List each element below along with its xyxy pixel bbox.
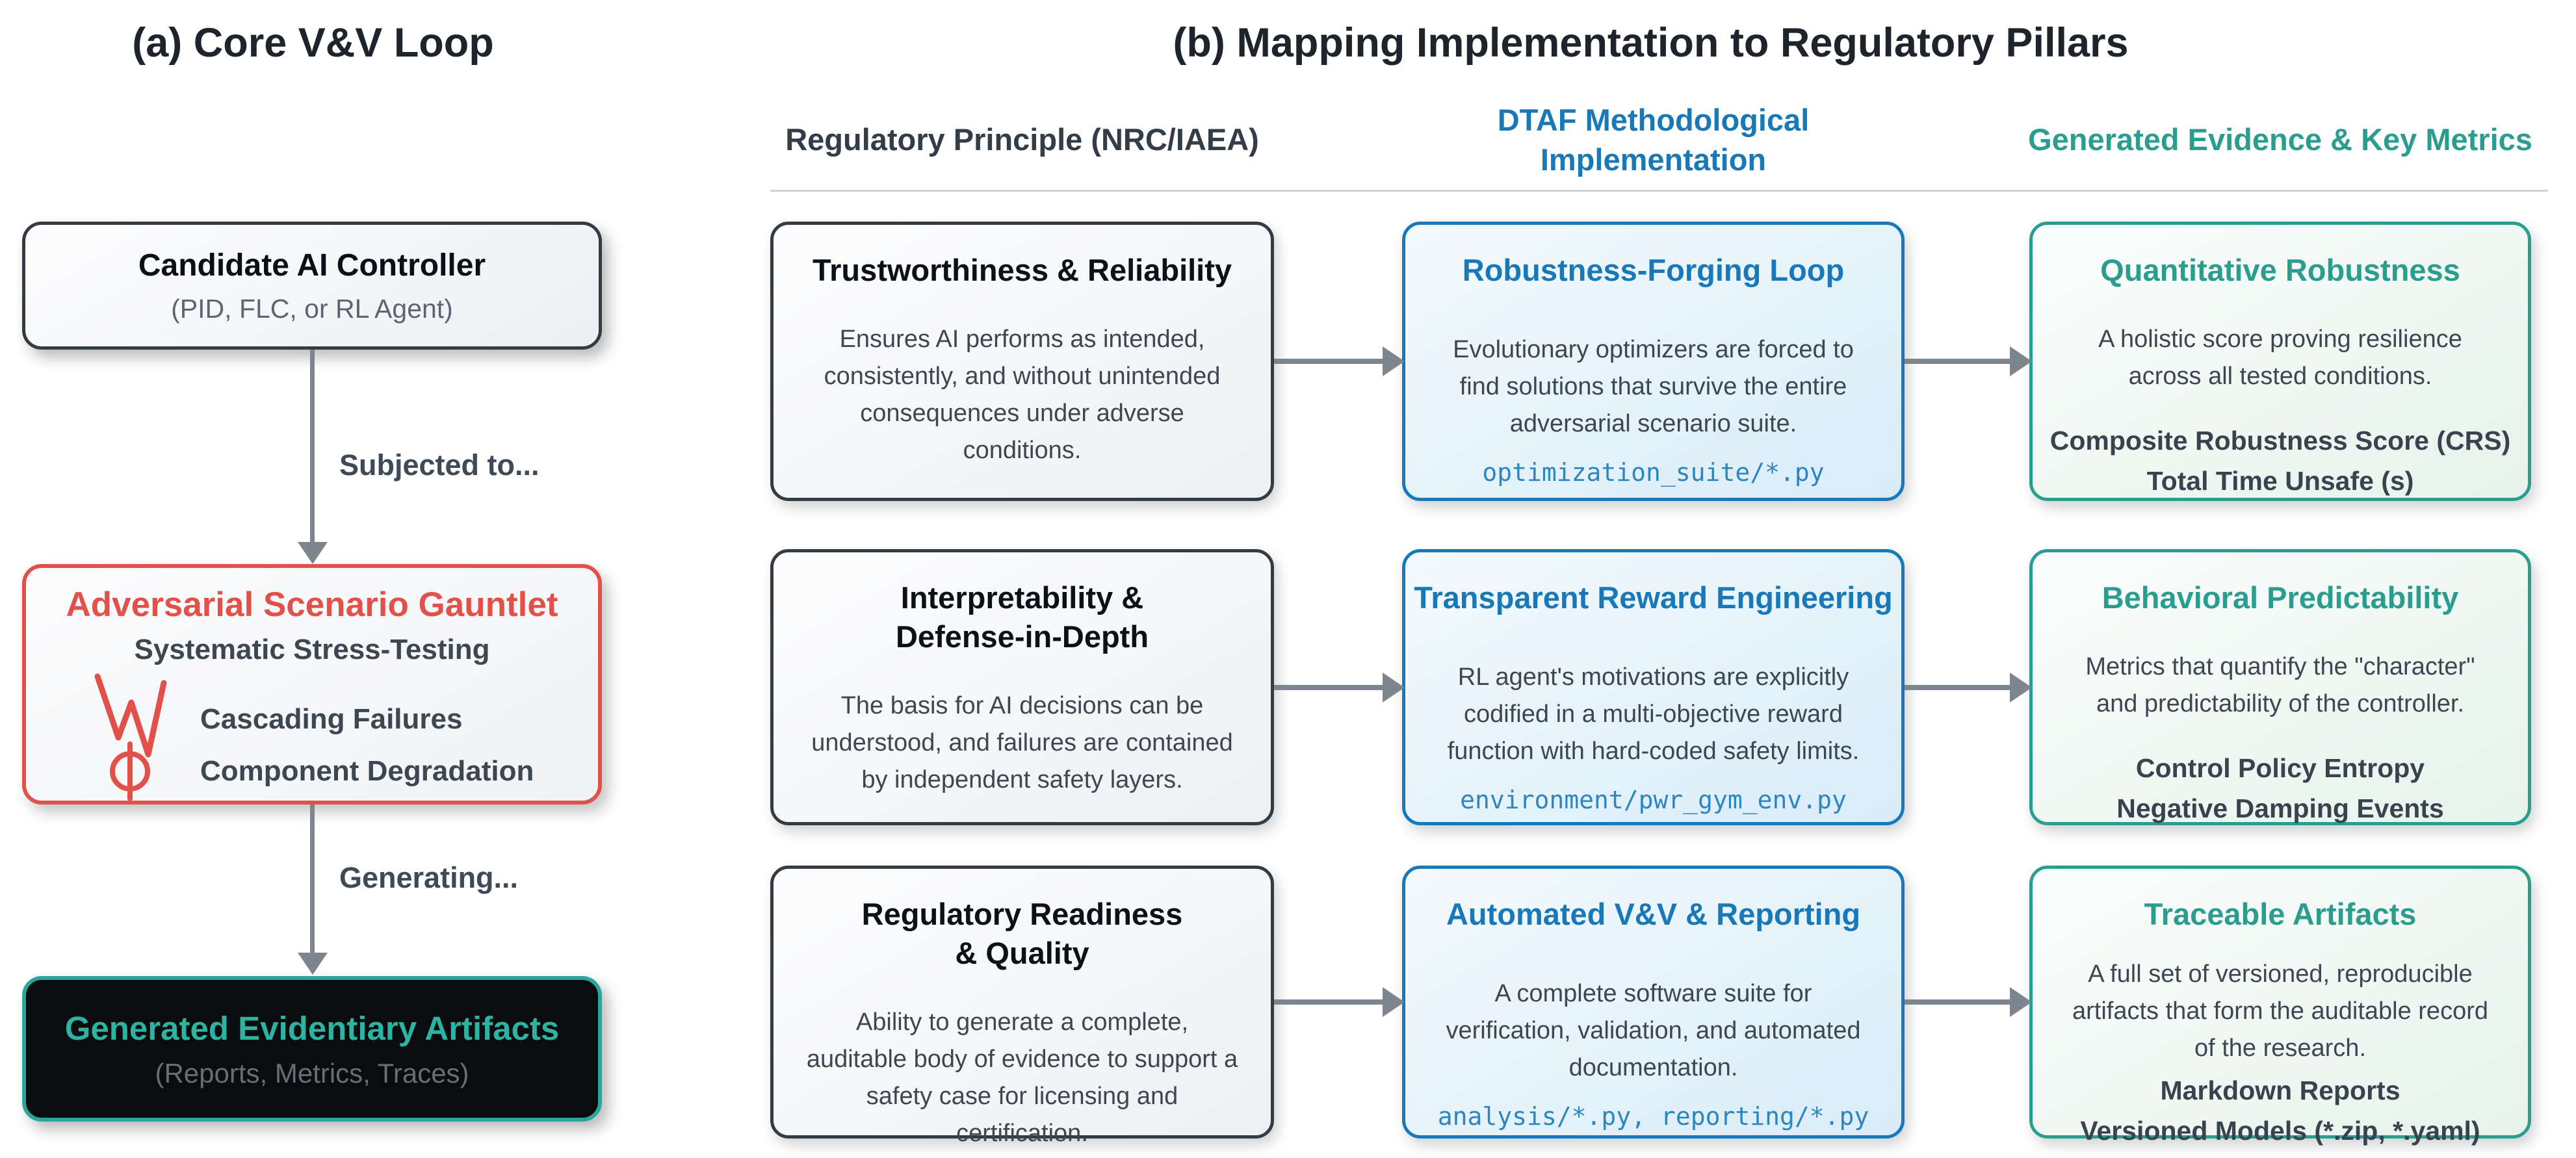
cell-body: A holistic score proving resilience acro… xyxy=(2098,326,2462,391)
evidence-box-quantitative-robustness: Quantitative Robustness A holistic score… xyxy=(2029,222,2531,501)
gauntlet-box-title: Adversarial Scenario Gauntlet xyxy=(66,585,558,624)
column-header-generated-evidence: Generated Evidence & Key Metrics xyxy=(2028,122,2532,157)
column-header-row: Regulatory Principle (NRC/IAEA) DTAF Met… xyxy=(770,91,2532,188)
cell-body: The basis for AI decisions can be unders… xyxy=(811,692,1233,794)
metric-line: Control Policy Entropy xyxy=(2135,753,2425,784)
down-arrow-head-icon xyxy=(298,953,328,975)
cell-title: Automated V&V & Reporting xyxy=(1446,897,1861,931)
right-arrow-line xyxy=(1905,359,2012,364)
right-arrow xyxy=(1274,987,1405,1017)
right-arrow xyxy=(1905,672,2032,702)
candidate-box-title: Candidate AI Controller xyxy=(138,248,486,283)
metric-line: Versioned Models (*.zip, *.yaml) xyxy=(2080,1115,2480,1146)
cell-body: Ensures AI performs as intended, consist… xyxy=(824,326,1221,465)
cell-body: RL agent's motivations are explicitly co… xyxy=(1447,663,1860,766)
right-arrow-head-icon xyxy=(1383,672,1405,702)
right-arrow xyxy=(1905,987,2032,1017)
cell-code-path: environment/pwr_gym_env.py xyxy=(1460,786,1847,815)
gauntlet-item-list: Cascading Failures Component Degradation xyxy=(26,673,598,801)
right-arrow-head-icon xyxy=(2010,346,2032,376)
panel-b-title: (b) Mapping Implementation to Regulatory… xyxy=(1173,20,2129,66)
right-arrow-line xyxy=(1905,999,2012,1005)
mapping-grid: Trustworthiness & Reliability Ensures AI… xyxy=(770,222,2531,1147)
candidate-ai-controller-box: Candidate AI Controller (PID, FLC, or RL… xyxy=(22,222,602,350)
implementation-box-automated-vv: Automated V&V & Reporting A complete sof… xyxy=(1402,866,1905,1139)
metric-line: Composite Robustness Score (CRS) xyxy=(2049,426,2511,456)
cell-metrics: Composite Robustness Score (CRS) Total T… xyxy=(2050,421,2511,501)
right-arrow-head-icon xyxy=(2010,987,2032,1017)
gauntlet-item-label: Component Degradation xyxy=(200,755,534,787)
cell-title: Quantitative Robustness xyxy=(2100,253,2460,287)
right-arrow-head-icon xyxy=(1383,346,1405,376)
cell-code-path: analysis/*.py, reporting/*.py xyxy=(1437,1102,1869,1131)
cell-title: Transparent Reward Engineering xyxy=(1414,580,1893,615)
evidence-box-behavioral-predictability: Behavioral Predictability Metrics that q… xyxy=(2029,549,2531,825)
candidate-box-subtitle: (PID, FLC, or RL Agent) xyxy=(171,293,453,324)
generated-evidentiary-artifacts-box: Generated Evidentiary Artifacts (Reports… xyxy=(22,976,602,1122)
right-arrow-line xyxy=(1905,684,2012,690)
cell-body: Ability to generate a complete, auditabl… xyxy=(806,1009,1238,1148)
implementation-box-robustness-forging: Robustness-Forging Loop Evolutionary opt… xyxy=(1402,222,1905,501)
cell-body: A full set of versioned, reproducible ar… xyxy=(2072,960,2488,1062)
artifacts-box-title: Generated Evidentiary Artifacts xyxy=(64,1009,560,1047)
down-arrow-line-1 xyxy=(310,350,315,542)
gauntlet-item-label: Cascading Failures xyxy=(200,703,463,735)
arrow-label-subjected-to: Subjected to... xyxy=(339,448,540,482)
cell-body: Evolutionary optimizers are forced to fi… xyxy=(1453,336,1854,438)
cell-title: Trustworthiness & Reliability xyxy=(812,253,1232,287)
cell-metrics: Markdown Reports Versioned Models (*.zip… xyxy=(2080,1071,2480,1151)
cell-title: Behavioral Predictability xyxy=(2101,580,2459,615)
right-arrow-line xyxy=(1274,684,1385,690)
header-divider xyxy=(770,190,2548,192)
component-degradation-icon xyxy=(72,739,189,804)
metric-line: Total Time Unsafe (s) xyxy=(2146,465,2414,496)
cell-title: Regulatory Readiness & Quality xyxy=(861,897,1183,971)
cell-title: Traceable Artifacts xyxy=(2144,897,2417,931)
right-arrow-line xyxy=(1274,359,1385,364)
cell-metrics: Control Policy Entropy Negative Damping … xyxy=(2116,749,2444,829)
cell-code-path: optimization_suite/*.py xyxy=(1482,458,1825,487)
implementation-box-transparent-reward: Transparent Reward Engineering RL agent'… xyxy=(1402,549,1905,825)
adversarial-scenario-gauntlet-box: Adversarial Scenario Gauntlet Systematic… xyxy=(22,564,602,804)
principle-box-interpretability: Interpretability & Defense-in-Depth The … xyxy=(770,549,1274,825)
column-header-regulatory-principle: Regulatory Principle (NRC/IAEA) xyxy=(785,122,1259,157)
metric-line: Negative Damping Events xyxy=(2116,793,2444,823)
right-arrow xyxy=(1274,672,1405,702)
metric-line: Markdown Reports xyxy=(2160,1075,2400,1106)
arrow-label-generating: Generating... xyxy=(339,861,519,894)
cell-title: Robustness-Forging Loop xyxy=(1462,253,1845,287)
principle-box-trustworthiness: Trustworthiness & Reliability Ensures AI… xyxy=(770,222,1274,501)
cell-title: Interpretability & Defense-in-Depth xyxy=(895,580,1149,654)
right-arrow xyxy=(1905,346,2032,376)
gauntlet-box-subtitle: Systematic Stress-Testing xyxy=(134,634,490,665)
artifacts-box-subtitle: (Reports, Metrics, Traces) xyxy=(155,1057,469,1088)
right-arrow-head-icon xyxy=(1383,987,1405,1017)
right-arrow xyxy=(1274,346,1405,376)
down-arrow-head-icon xyxy=(298,542,328,564)
cascading-failures-waveform-icon xyxy=(72,671,189,767)
down-arrow-line-2 xyxy=(310,804,315,953)
cell-body: A complete software suite for verificati… xyxy=(1446,980,1861,1082)
cell-body: Metrics that quantify the "character" an… xyxy=(2085,653,2475,718)
panel-a-title: (a) Core V&V Loop xyxy=(132,20,494,66)
list-item: Cascading Failures xyxy=(72,673,463,758)
right-arrow-head-icon xyxy=(2010,672,2032,702)
evidence-box-traceable-artifacts: Traceable Artifacts A full set of versio… xyxy=(2029,866,2531,1146)
column-header-dtaf-implementation: DTAF Methodological Implementation xyxy=(1497,102,1810,177)
principle-box-regulatory-readiness: Regulatory Readiness & Quality Ability t… xyxy=(770,866,1274,1147)
right-arrow-line xyxy=(1274,999,1385,1005)
list-item: Component Degradation xyxy=(72,741,534,801)
